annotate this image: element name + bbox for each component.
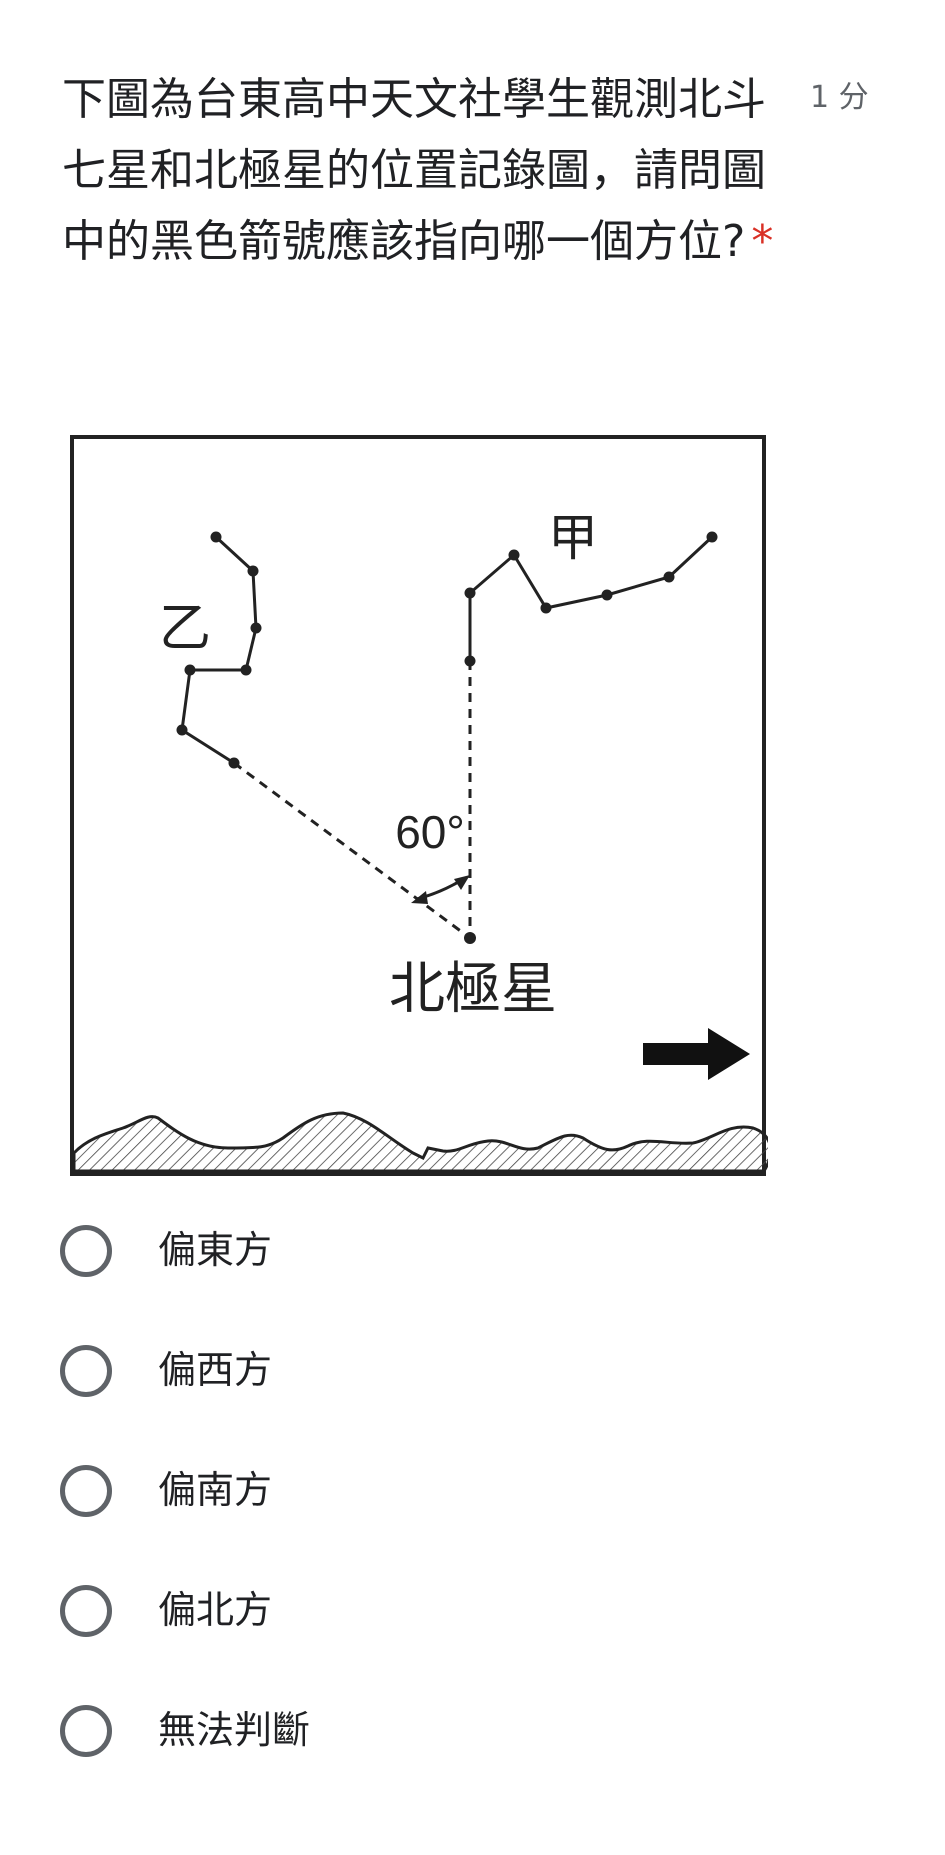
angle-arrowhead-right [454,875,470,890]
black-direction-arrow [643,1028,750,1080]
points-label: 1 分 [810,80,869,115]
angle-arrowhead-left [411,891,428,904]
option-east[interactable]: 偏東方 [60,1214,660,1294]
label-yi: 乙 [159,599,211,659]
mountain-silhouette [72,1111,768,1173]
option-label: 偏北方 [158,1588,273,1632]
option-label: 偏南方 [158,1468,273,1512]
constellation-jia-stars [464,531,718,667]
question-title: 下圖為台東高中天文社學生觀測北斗七星和北極星的位置記錄圖，請問圖中的黑色箭號應該… [62,74,766,267]
label-jia: 甲 [548,509,598,567]
polaris-star [464,932,476,944]
required-asterisk: * [751,216,774,267]
radio-button[interactable] [60,1465,112,1517]
polaris-label: 北極星 [389,957,557,1022]
option-west[interactable]: 偏西方 [60,1334,660,1414]
star-chart-figure: 甲 乙 60° 北極星 [68,433,768,1178]
question-text: 下圖為台東高中天文社學生觀測北斗七星和北極星的位置記錄圖，請問圖中的黑色箭號應該… [62,64,792,277]
radio-button[interactable] [60,1345,112,1397]
option-label: 無法判斷 [158,1708,311,1752]
radio-button[interactable] [60,1705,112,1757]
dashed-line-yi [233,761,471,940]
option-cannot-determine[interactable]: 無法判斷 [60,1694,660,1774]
angle-label: 60° [395,806,465,858]
option-label: 偏東方 [158,1228,273,1272]
radio-button[interactable] [60,1585,112,1637]
radio-button[interactable] [60,1225,112,1277]
option-label: 偏西方 [158,1348,273,1392]
option-north[interactable]: 偏北方 [60,1574,660,1654]
option-south[interactable]: 偏南方 [60,1454,660,1534]
